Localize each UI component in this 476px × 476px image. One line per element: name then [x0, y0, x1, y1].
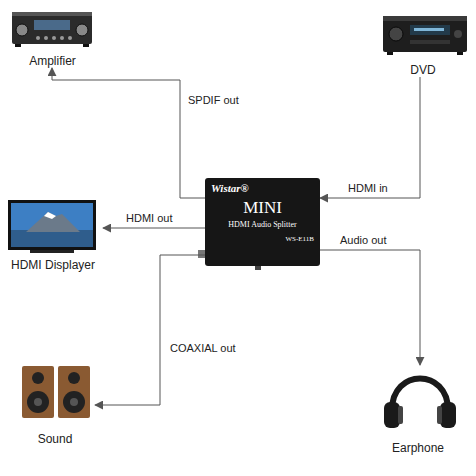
amplifier-picture — [12, 12, 92, 47]
signal-arrow — [103, 228, 205, 229]
device-node: HDMI Displayer — [3, 195, 103, 272]
speakers-picture — [22, 366, 90, 418]
device-node: DVD — [375, 5, 471, 77]
signal-label: HDMI in — [346, 182, 390, 195]
headphones-picture — [384, 379, 456, 429]
device-label: Sound — [38, 432, 73, 446]
device-label: DVD — [410, 63, 435, 77]
tv-picture — [8, 200, 96, 253]
signal-arrow — [320, 250, 420, 365]
signal-arrow — [320, 77, 420, 198]
device-label: Amplifier — [29, 54, 76, 68]
device-node: Amplifier — [5, 5, 100, 68]
model-number: WS-E11B — [285, 235, 314, 243]
signal-label: SPDIF out — [186, 94, 241, 107]
signal-label: COAXIAL out — [168, 342, 238, 355]
device-label: HDMI Displayer — [11, 258, 95, 272]
splitter-box: Wistar® MINI HDMI Audio SplitterWS-E11B — [205, 178, 320, 266]
signal-label: HDMI out — [124, 212, 174, 225]
product-name: MINI — [243, 198, 282, 218]
product-description: HDMI Audio Splitter — [228, 220, 296, 229]
signal-label: Audio out — [338, 234, 388, 247]
dvd-player-picture — [383, 16, 467, 55]
signal-arrow — [52, 68, 205, 198]
device-node: Earphone — [370, 365, 466, 455]
device-node: Sound — [15, 360, 95, 446]
signal-arrow — [95, 255, 205, 405]
device-label: Earphone — [392, 441, 444, 455]
brand-logo: Wistar® — [211, 182, 249, 194]
